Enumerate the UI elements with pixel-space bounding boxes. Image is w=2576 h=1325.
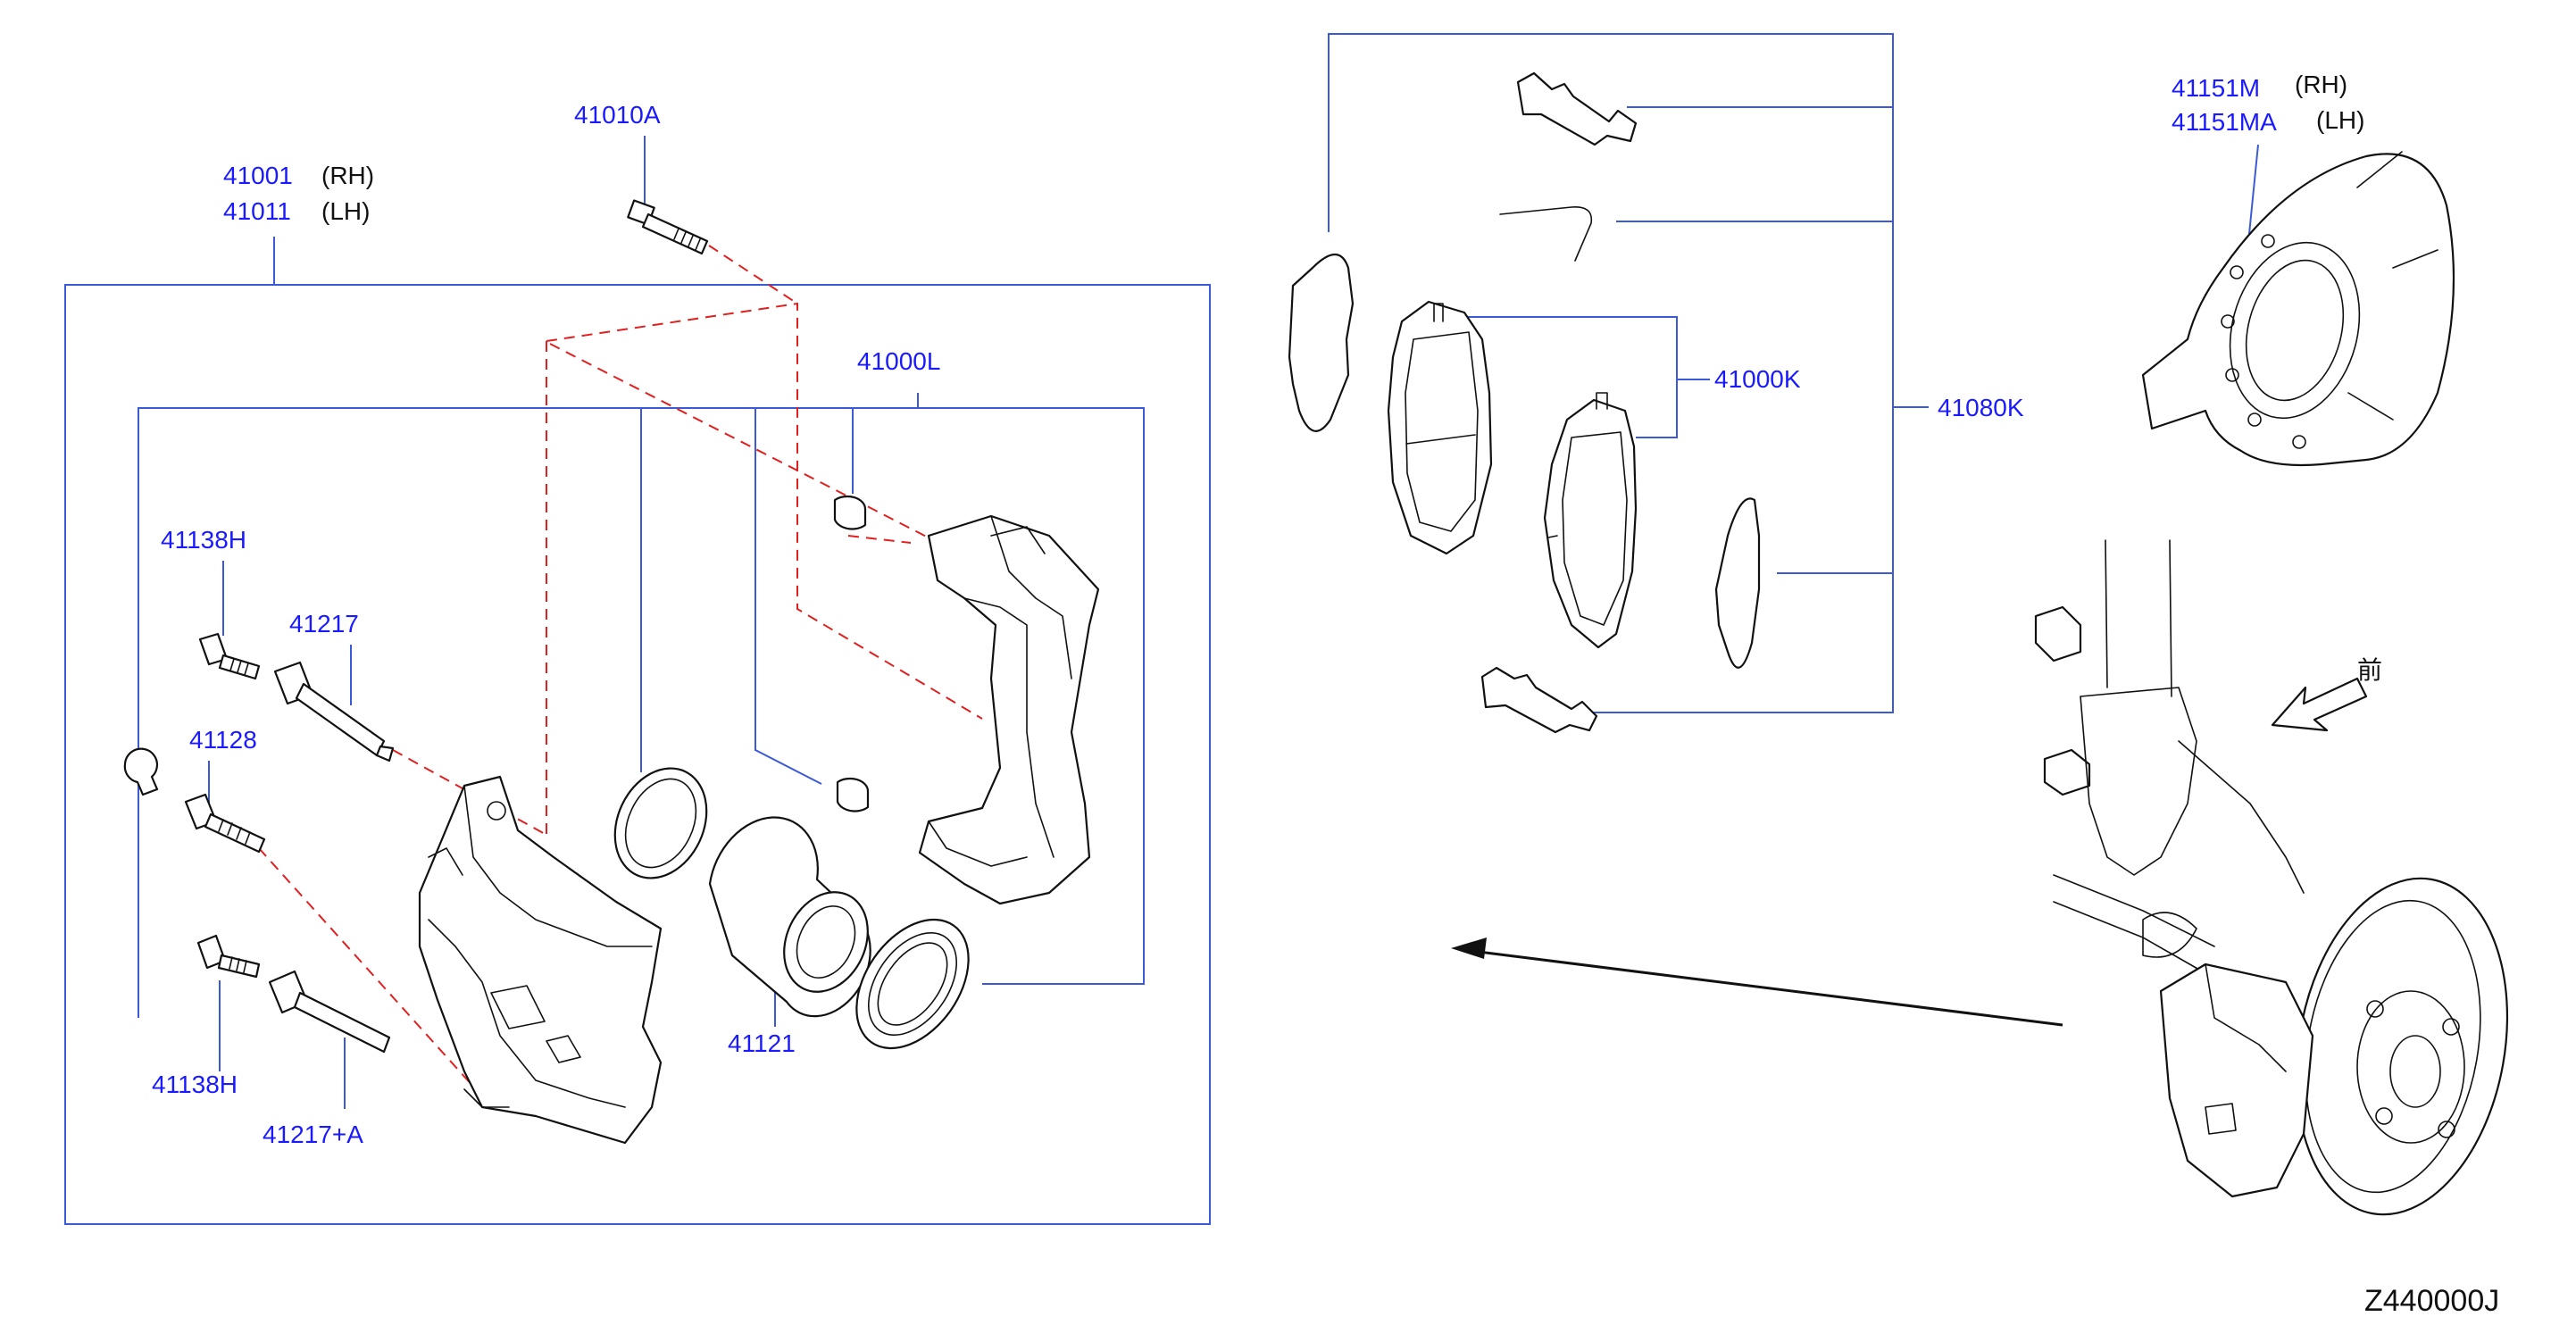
label-41151ma: 41151MA bbox=[2172, 108, 2277, 136]
dust-shield bbox=[2141, 151, 2455, 467]
bolt-41128 bbox=[184, 793, 266, 854]
label-41121: 41121 bbox=[728, 1029, 796, 1057]
caliper-assembly-box bbox=[64, 237, 1211, 1225]
label-41151ma-side: (LH) bbox=[2316, 106, 2364, 134]
label-41000l: 41000L bbox=[857, 347, 940, 375]
piston-41121 bbox=[708, 816, 871, 1018]
label-41151m-side: (RH) bbox=[2295, 71, 2347, 98]
label-41011-side: (LH) bbox=[321, 197, 370, 225]
pad-set-leader bbox=[1460, 316, 1710, 438]
strut-knuckle-assembly bbox=[2034, 539, 2509, 1216]
label-41151m: 41151M bbox=[2172, 74, 2260, 102]
pad-kit-box bbox=[1328, 33, 1929, 713]
front-symbol: 前 bbox=[2357, 656, 2382, 684]
bolt-41138h-bottom bbox=[196, 934, 261, 979]
alignment-dashes bbox=[258, 245, 983, 1097]
brake-pad-outer bbox=[1387, 300, 1493, 555]
diagram-code: Z440000J bbox=[2364, 1284, 2499, 1318]
label-41217: 41217 bbox=[289, 610, 359, 638]
sleeve-41128 bbox=[123, 747, 159, 796]
dust-boot bbox=[855, 918, 970, 1050]
torque-member-kit-box bbox=[138, 393, 1145, 1018]
label-41128: 41128 bbox=[189, 726, 257, 754]
shim-right bbox=[1714, 497, 1761, 669]
label-41138h-bottom: 41138H bbox=[152, 1071, 238, 1098]
caliper-body bbox=[418, 775, 663, 1145]
label-41000k: 41000K bbox=[1714, 365, 1801, 393]
label-41010a: 41010A bbox=[574, 101, 661, 129]
pad-clip-bottom bbox=[1480, 666, 1598, 734]
pin-boot-upper bbox=[833, 495, 867, 530]
pointer-arrow bbox=[1451, 938, 2063, 1027]
label-41011: 41011 bbox=[223, 197, 291, 225]
shim-left bbox=[1288, 253, 1355, 432]
bolt-41010a bbox=[627, 199, 709, 255]
label-41001-side: (RH) bbox=[321, 162, 374, 189]
pin-41217a bbox=[268, 970, 391, 1054]
torque-member bbox=[918, 514, 1100, 905]
wire-spring bbox=[1499, 206, 1593, 262]
seal-ring-upper bbox=[613, 767, 708, 879]
bolt-41138h-top bbox=[198, 632, 261, 680]
label-41001: 41001 bbox=[223, 162, 293, 189]
pin-41217 bbox=[273, 661, 395, 762]
pin-boot-lower bbox=[836, 777, 870, 812]
front-direction-arrow: 前 bbox=[2271, 656, 2382, 732]
pad-clip-top bbox=[1516, 71, 1638, 146]
label-41217a: 41217+A bbox=[263, 1121, 363, 1148]
label-41138h-top: 41138H bbox=[161, 526, 246, 554]
brake-pad-inner bbox=[1543, 392, 1638, 649]
label-41080k: 41080K bbox=[1938, 394, 2024, 421]
